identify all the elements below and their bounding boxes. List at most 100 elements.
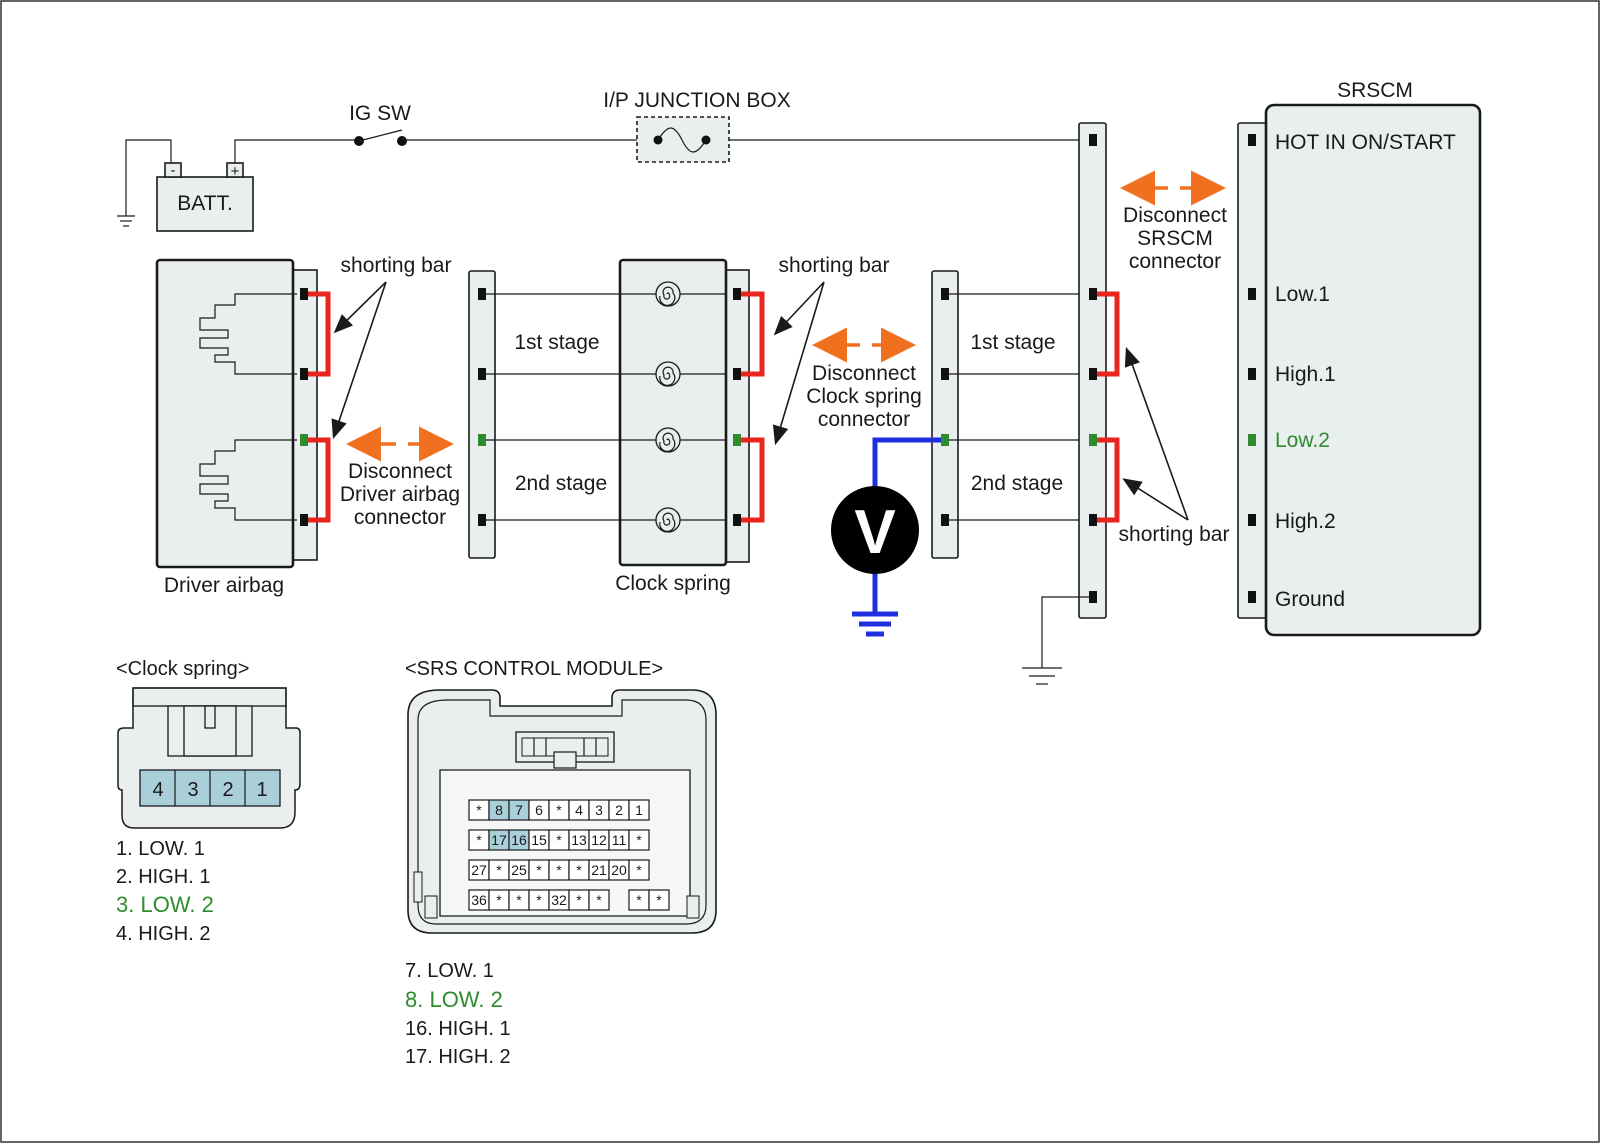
srs-pin-label: *: [596, 892, 602, 908]
srs-pin-label: *: [556, 802, 562, 818]
clock-spring-label: Clock spring: [615, 572, 731, 595]
srscm-pin-low1: Low.1: [1275, 283, 1330, 306]
ignition-switch: IG SW: [349, 102, 411, 146]
srs-pin-cell: [628, 799, 650, 821]
srs-pin-label: *: [496, 892, 502, 908]
srs-module-legend-2: 8. LOW. 2: [405, 987, 503, 1012]
disconnect-driver-line2: Driver airbag: [340, 483, 460, 506]
srs-pin-label: *: [476, 832, 482, 848]
clock-spring-legend-4: 4. HIGH. 2: [116, 923, 210, 945]
srscm-pin-high2: High.2: [1275, 510, 1336, 533]
shorting-bar-srscm-2: [1097, 437, 1120, 523]
srs-pin-label: 11: [612, 832, 627, 848]
battery-plus: +: [231, 163, 240, 180]
disconnect-srscm-line3: connector: [1129, 250, 1221, 273]
stage1-label-left: 1st stage: [514, 331, 599, 354]
coil-icon-2: [655, 361, 681, 387]
srs-module-connector-title: <SRS CONTROL MODULE>: [405, 658, 663, 680]
srs-pin-label: 13: [571, 832, 587, 848]
clock-spring: Clock spring: [615, 258, 750, 595]
srscm-pin-hot: HOT IN ON/START: [1275, 131, 1456, 154]
srs-pin-label: 36: [471, 892, 487, 908]
shorting-bar-label-2: shorting bar: [779, 254, 890, 277]
ig-sw-label: IG SW: [349, 102, 411, 125]
srs-pin-label: 32: [551, 892, 567, 908]
harness-connector-middle: [931, 270, 959, 559]
clock-spring-pin-3: 3: [187, 779, 198, 801]
disconnect-driver-line3: connector: [354, 506, 446, 529]
srs-module-legend-4: 17. HIGH. 2: [405, 1046, 511, 1068]
clock-spring-legend-2: 2. HIGH. 1: [116, 866, 210, 888]
clock-spring-left-connector: [468, 270, 496, 559]
srs-pin-label: 21: [591, 862, 607, 878]
srs-pin-cell: [628, 859, 650, 881]
srs-pin-label: 2: [615, 802, 623, 818]
clock-spring-pin-1: 1: [256, 779, 267, 801]
srscm-title: SRSCM: [1337, 79, 1413, 102]
srs-pin-label: 25: [511, 862, 527, 878]
srs-pin-label: *: [536, 892, 542, 908]
shorting-bar-label-1: shorting bar: [341, 254, 452, 277]
srs-pin-cell: [588, 889, 610, 911]
srs-pin-label: 4: [575, 802, 583, 818]
clock-spring-connector-face: [117, 687, 301, 829]
battery: - + BATT.: [156, 162, 254, 232]
srs-pin-label: 15: [531, 832, 547, 848]
shorting-bar-clock-2: [741, 437, 765, 523]
srscm-pin-low2: Low.2: [1275, 429, 1330, 452]
meter-ground-symbol: [852, 611, 898, 637]
disconnect-srscm-line1: Disconnect: [1123, 204, 1227, 227]
srs-pin-label: *: [556, 832, 562, 848]
srs-pin-cell: [648, 889, 670, 911]
srscm-pin-high1: High.1: [1275, 363, 1336, 386]
srs-pin-label: *: [656, 892, 662, 908]
disconnect-srscm-line2: SRSCM: [1137, 227, 1213, 250]
srs-pin-label: *: [496, 862, 502, 878]
shorting-bar-driver-1: [308, 291, 331, 377]
ip-junction-box: I/P JUNCTION BOX: [603, 89, 791, 163]
srs-pin-label: *: [556, 862, 562, 878]
clock-spring-legend-1: 1. LOW. 1: [116, 838, 205, 860]
driver-airbag-label: Driver airbag: [164, 574, 284, 597]
shorting-bar-label-3: shorting bar: [1119, 523, 1230, 546]
stage1-label-right: 1st stage: [970, 331, 1055, 354]
stage2-label-right: 2nd stage: [971, 472, 1063, 495]
shorting-bar-clock-1: [741, 291, 765, 377]
ip-junction-box-label: I/P JUNCTION BOX: [603, 89, 790, 112]
srs-module-legend-1: 7. LOW. 1: [405, 960, 494, 982]
srs-pin-label: *: [576, 892, 582, 908]
meter-lead-positive: [872, 437, 941, 490]
driver-airbag: Driver airbag: [155, 258, 318, 597]
coil-icon-1: [655, 281, 681, 307]
clock-spring-legend-3: 3. LOW. 2: [116, 892, 214, 917]
srs-pin-label: 17: [491, 832, 507, 848]
disconnect-clock-line3: connector: [818, 408, 910, 431]
clock-spring-connector-title: <Clock spring>: [116, 658, 249, 680]
srs-pin-label: 6: [535, 802, 543, 818]
srs-pin-label: 27: [471, 862, 487, 878]
srs-pin-label: 16: [511, 832, 527, 848]
voltmeter-label: V: [854, 498, 895, 567]
disconnect-clock-line2: Clock spring: [806, 385, 922, 408]
stage2-label-left: 2nd stage: [515, 472, 607, 495]
coil-icon-4: [655, 507, 681, 533]
srs-pin-label: *: [576, 862, 582, 878]
srs-pin-label: 7: [515, 802, 523, 818]
srs-pin-cell: [628, 829, 650, 851]
battery-minus: -: [171, 162, 176, 179]
srs-pin-label: 8: [495, 802, 503, 818]
shorting-bar-srscm-1: [1097, 291, 1120, 377]
srs-pin-label: 12: [591, 832, 607, 848]
srs-pin-label: *: [636, 832, 642, 848]
srscm-module: SRSCM HOT IN ON/START Low.1 High.1 Low.2…: [1237, 79, 1482, 637]
srs-pin-label: *: [636, 892, 642, 908]
battery-label: BATT.: [177, 192, 233, 215]
srs-pin-label: 20: [611, 862, 627, 878]
clock-spring-pin-4: 4: [152, 779, 163, 801]
coil-icon-3: [655, 427, 681, 453]
harness-ground-symbol: [1022, 667, 1062, 685]
srscm-pin-ground: Ground: [1275, 588, 1345, 611]
voltmeter-icon: V: [831, 486, 919, 574]
